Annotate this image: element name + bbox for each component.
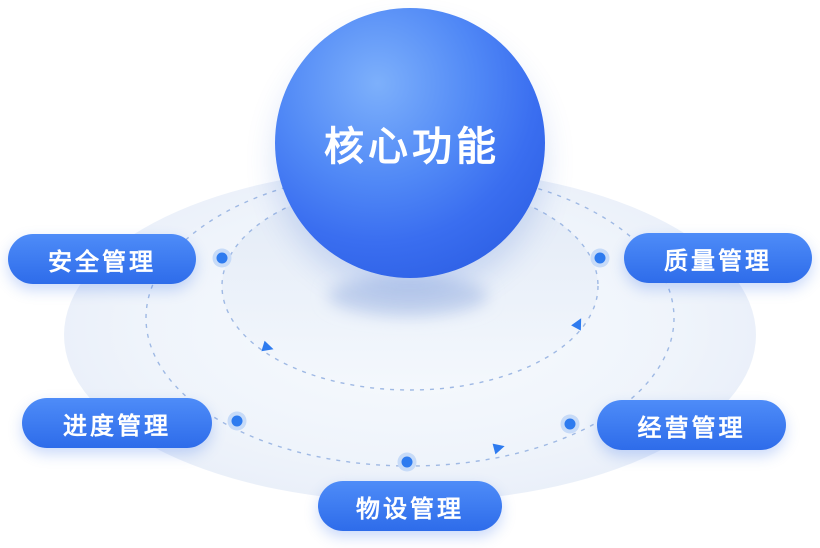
orbit-dot-quality <box>590 248 610 268</box>
node-pill-operations[interactable]: 经营管理 <box>597 400 786 450</box>
orbit-dot-operations <box>560 414 580 434</box>
core-sphere-label: 核心功能 <box>324 125 500 169</box>
orbit-arrow-icon <box>492 443 505 455</box>
orbit-dot-equipment <box>397 452 417 472</box>
orbit-arrow-icon <box>261 340 274 352</box>
outer-orbit <box>145 169 675 467</box>
node-pill-safety[interactable]: 安全管理 <box>8 234 196 284</box>
node-pill-progress[interactable]: 进度管理 <box>22 398 212 448</box>
orbit-dot-safety <box>212 248 232 268</box>
orbit-arrow-icon <box>571 318 582 331</box>
sphere-shadow <box>328 276 488 316</box>
node-pill-equipment[interactable]: 物设管理 <box>318 481 502 531</box>
node-pill-quality[interactable]: 质量管理 <box>624 233 812 283</box>
core-sphere: 核心功能 <box>275 8 545 278</box>
orbit-dot-progress <box>227 411 247 431</box>
